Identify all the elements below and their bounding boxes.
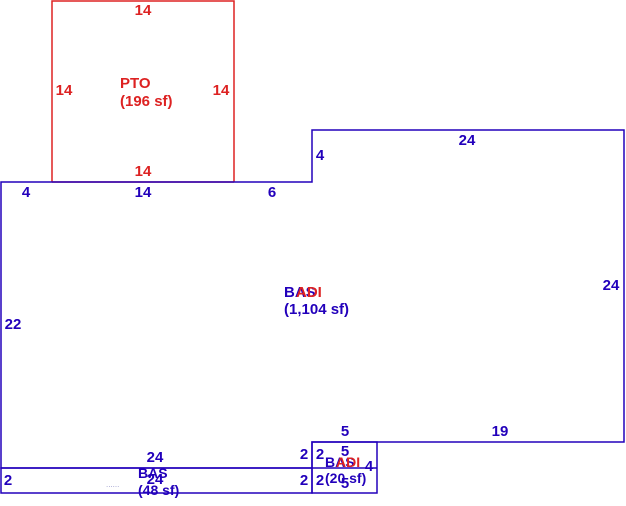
strip-area: (48 sf) [138, 482, 179, 498]
main-dim-top-right: 24 [459, 132, 476, 149]
strip-dim-right-top: 2 [300, 446, 308, 463]
patio-dim-left: 14 [56, 82, 73, 99]
small-dim-top: 5 [341, 443, 349, 460]
patio-dim-bottom: 14 [135, 163, 152, 180]
main-area: (1,104 sf) [284, 301, 349, 318]
main-label: BAS [284, 284, 316, 301]
small-dim-bottom: 5 [341, 475, 349, 492]
small-dim-right: 4 [365, 458, 374, 475]
main-dim-top-mid: 14 [135, 184, 152, 201]
main-dim-step-up: 4 [316, 147, 325, 164]
patio-dim-right: 14 [213, 82, 230, 99]
strip-dim-top: 24 [147, 449, 164, 466]
strip-dotted-mark: ...... [106, 480, 119, 489]
strip-dim-left: 2 [4, 472, 12, 489]
main-dim-bottom-step: 5 [341, 423, 349, 440]
main-dim-top-left: 4 [22, 184, 31, 201]
small-area: (20 sf) [325, 470, 366, 486]
patio-dim-top: 14 [135, 2, 152, 19]
patio-outline [51, 0, 235, 182]
strip-dim-right-bottom: 2 [300, 472, 308, 489]
main-dim-right: 24 [603, 277, 620, 294]
strip-label: BAS [138, 465, 168, 481]
small-label: BAS [325, 454, 355, 470]
patio-area: (196 sf) [120, 93, 173, 110]
patio-label: PTO [120, 75, 151, 92]
main-dim-bottom-right: 19 [492, 423, 509, 440]
main-overlay-label: ADI [296, 284, 322, 301]
main-dim-top-step: 6 [268, 184, 276, 201]
small-overlay-label: ADI [336, 454, 360, 470]
small-dim-left-top: 2 [316, 446, 324, 463]
main-dim-left: 22 [5, 316, 22, 333]
small-dim-left-bottom: 2 [316, 472, 324, 489]
strip-dim-bottom: 24 [147, 471, 164, 488]
